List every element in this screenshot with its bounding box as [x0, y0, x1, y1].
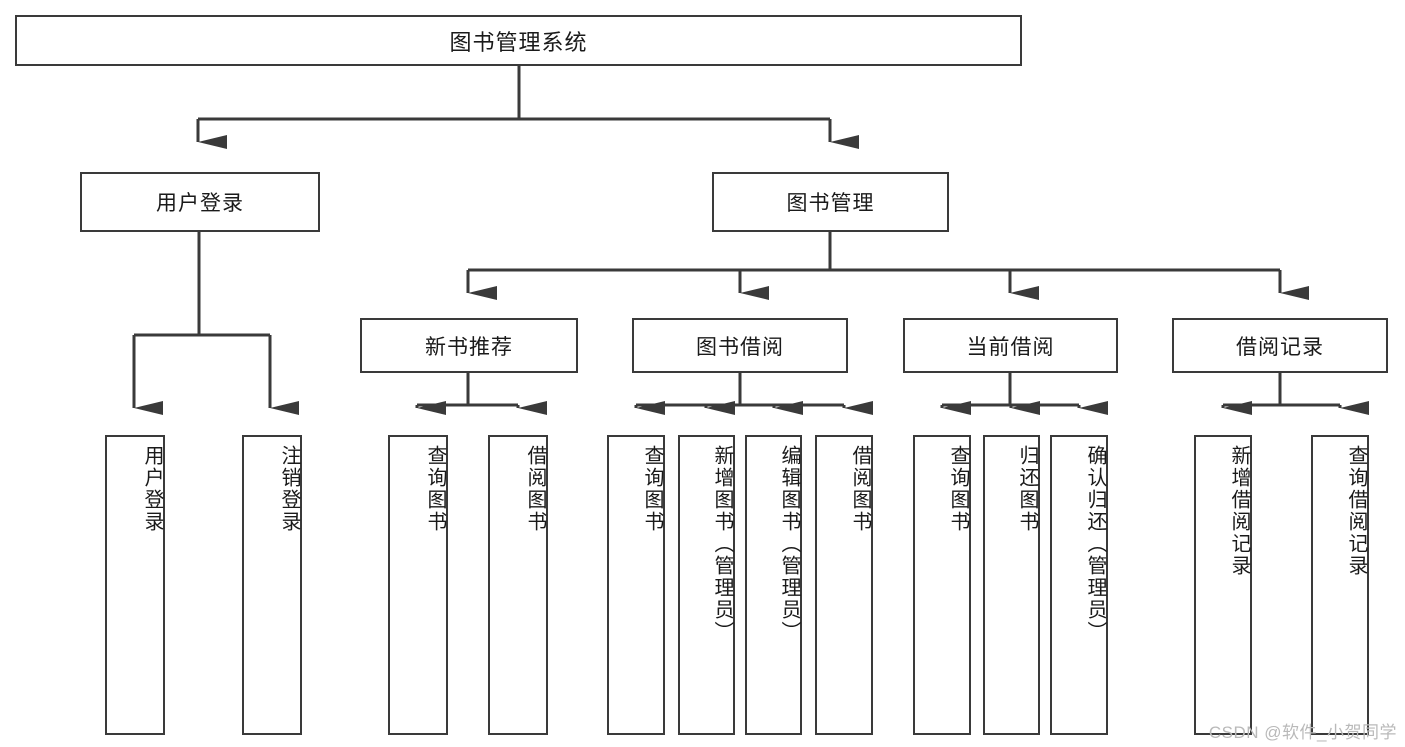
node-label: 注销登录 [278, 445, 300, 533]
node-label: 确认归还（管理员） [1084, 445, 1106, 643]
leaf-add-book-admin[interactable]: 新增图书（管理员） [678, 435, 735, 735]
node-label: 用户登录 [156, 192, 244, 215]
node-root-system[interactable]: 图书管理系统 [15, 15, 1022, 66]
node-label: 图书管理系统 [449, 29, 588, 55]
leaf-edit-book-admin[interactable]: 编辑图书（管理员） [745, 435, 802, 735]
node-label: 归还图书 [1016, 445, 1038, 533]
leaf-logout[interactable]: 注销登录 [242, 435, 302, 735]
node-label: 新增图书（管理员） [711, 445, 733, 643]
node-label: 新增借阅记录 [1228, 445, 1250, 577]
node-current-borrow[interactable]: 当前借阅 [903, 318, 1118, 373]
node-borrow-record[interactable]: 借阅记录 [1172, 318, 1388, 373]
node-label: 新书推荐 [425, 335, 513, 359]
leaf-add-borrow-record[interactable]: 新增借阅记录 [1194, 435, 1252, 735]
leaf-user-login[interactable]: 用户登录 [105, 435, 165, 735]
node-label: 借阅图书 [524, 445, 546, 533]
node-label: 借阅图书 [849, 445, 871, 533]
watermark: CSDN @软件_小贺同学 [1208, 723, 1397, 742]
leaf-return-book[interactable]: 归还图书 [983, 435, 1040, 735]
node-book-management[interactable]: 图书管理 [712, 172, 949, 232]
node-book-borrow[interactable]: 图书借阅 [632, 318, 848, 373]
leaf-query-book-borrow[interactable]: 查询图书 [607, 435, 665, 735]
node-label: 查询图书 [641, 445, 663, 533]
leaf-query-book-recommend[interactable]: 查询图书 [388, 435, 448, 735]
node-label: 当前借阅 [966, 335, 1055, 359]
node-label: 借阅记录 [1236, 335, 1324, 359]
leaf-query-book-current[interactable]: 查询图书 [913, 435, 971, 735]
node-label: 查询图书 [947, 445, 969, 533]
node-label: 用户登录 [141, 445, 163, 533]
node-label: 编辑图书（管理员） [778, 445, 800, 643]
leaf-confirm-return-admin[interactable]: 确认归还（管理员） [1050, 435, 1108, 735]
node-label: 查询借阅记录 [1345, 445, 1367, 577]
leaf-borrow-book-recommend[interactable]: 借阅图书 [488, 435, 548, 735]
node-label: 图书管理 [786, 192, 875, 215]
node-label: 查询图书 [424, 445, 446, 533]
leaf-query-borrow-record[interactable]: 查询借阅记录 [1311, 435, 1369, 735]
node-new-book-recommend[interactable]: 新书推荐 [360, 318, 578, 373]
node-user-login[interactable]: 用户登录 [80, 172, 320, 232]
node-label: 图书借阅 [696, 335, 784, 359]
leaf-borrow-book[interactable]: 借阅图书 [815, 435, 873, 735]
